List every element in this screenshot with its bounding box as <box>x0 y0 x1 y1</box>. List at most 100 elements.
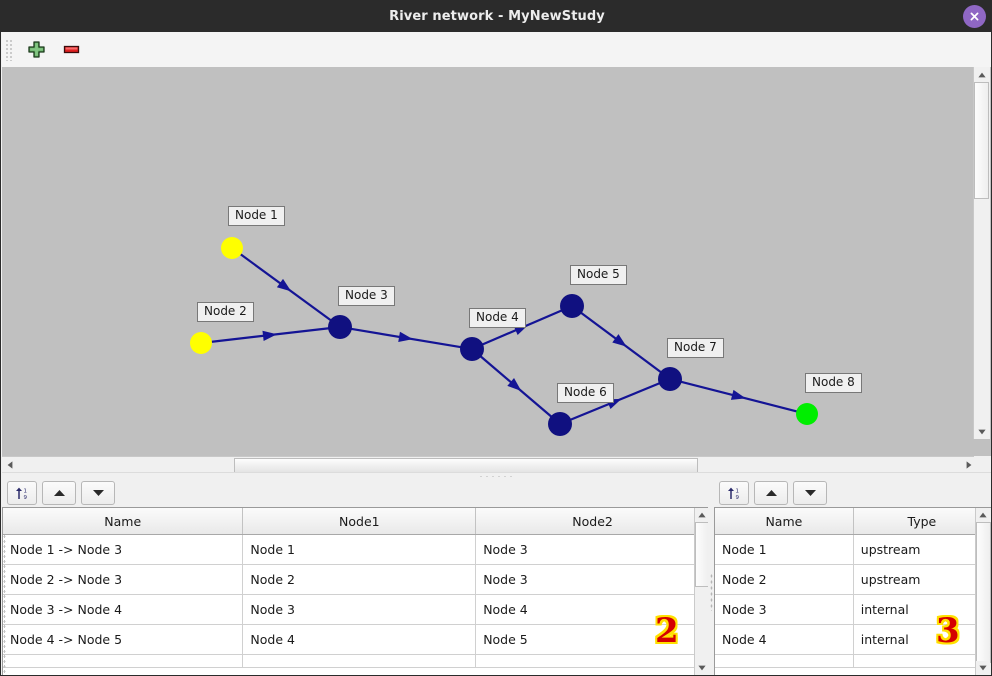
table-cell[interactable]: Node 3 <box>475 534 710 565</box>
column-header[interactable]: Node2 <box>475 508 710 535</box>
graph-node[interactable] <box>560 294 584 318</box>
table-cell[interactable]: Node 1 <box>715 534 854 565</box>
graph-node[interactable] <box>190 332 212 354</box>
triangle-up-icon <box>979 512 987 518</box>
graph-node-label[interactable]: Node 1 <box>228 206 285 226</box>
table-cell[interactable]: Node 3 -> Node 4 <box>3 594 244 625</box>
graph-node-label[interactable]: Node 7 <box>667 338 724 358</box>
close-button[interactable] <box>963 5 986 28</box>
table-cell-empty[interactable] <box>715 654 854 668</box>
remove-button[interactable] <box>56 36 86 64</box>
graph-node[interactable] <box>658 367 682 391</box>
scroll-up-button[interactable] <box>976 508 990 522</box>
edge-arrowhead <box>507 378 522 392</box>
table-row-empty[interactable] <box>715 654 991 668</box>
add-button[interactable] <box>21 36 51 64</box>
graph-vscroll-thumb[interactable] <box>974 82 989 199</box>
column-header[interactable]: Node1 <box>242 508 477 535</box>
table-cell[interactable]: Node 3 <box>715 594 854 625</box>
splitter-grip-dots <box>478 475 516 478</box>
reaches-table-scrollbar[interactable] <box>694 508 710 675</box>
sort-ascending-icon: 1 9 <box>728 487 740 501</box>
column-header[interactable]: Type <box>853 508 991 535</box>
table-cell[interactable]: Node 4 -> Node 5 <box>3 624 244 655</box>
graph-node[interactable] <box>548 412 572 436</box>
move-down-button[interactable] <box>793 481 827 505</box>
table-cell[interactable]: Node 3 <box>475 564 710 595</box>
graph-node-label[interactable]: Node 5 <box>570 265 627 285</box>
table-cell-empty[interactable] <box>3 654 244 668</box>
svg-text:9: 9 <box>736 495 740 501</box>
column-header[interactable]: Name <box>715 508 854 535</box>
table-cell[interactable]: Node 5 <box>475 624 710 655</box>
graph-node-label[interactable]: Node 2 <box>197 302 254 322</box>
table-cell[interactable]: Node 4 <box>715 624 854 655</box>
horizontal-splitter[interactable] <box>2 472 991 480</box>
table-row-empty[interactable] <box>3 654 710 668</box>
scroll-down-button[interactable] <box>974 424 989 439</box>
scroll-right-button[interactable] <box>961 457 976 472</box>
scroll-left-button[interactable] <box>2 457 17 472</box>
table-cell[interactable]: upstream <box>853 564 991 595</box>
sort-button[interactable]: 1 9 <box>719 481 749 505</box>
table-cell-empty[interactable] <box>242 654 477 668</box>
triangle-down-icon <box>92 490 104 496</box>
graph-node-label[interactable]: Node 4 <box>469 308 526 328</box>
graph-hscroll-thumb[interactable] <box>234 458 698 473</box>
edge-arrowhead <box>612 334 627 347</box>
table-cell[interactable]: Node 4 <box>475 594 710 625</box>
move-up-button[interactable] <box>42 481 76 505</box>
table-cell-empty[interactable] <box>475 654 710 668</box>
table-cell[interactable]: Node 1 <box>242 534 477 565</box>
graph-node-label[interactable]: Node 8 <box>805 373 862 393</box>
table-cell[interactable]: Node 2 -> Node 3 <box>3 564 244 595</box>
column-header[interactable]: Name <box>3 508 244 535</box>
table-cell[interactable]: internal <box>853 624 991 655</box>
scroll-up-button[interactable] <box>695 508 709 522</box>
triangle-up-icon <box>765 490 777 496</box>
move-up-button[interactable] <box>754 481 788 505</box>
graph-node[interactable] <box>328 315 352 339</box>
river-network-graph[interactable]: Node 1 Node 2 Node 3 Node 4 Node 5 Node 6 Node… <box>2 67 991 456</box>
nodes-scroll-thumb[interactable] <box>976 522 991 663</box>
nodes-table-scrollbar[interactable] <box>975 508 991 675</box>
table-cell[interactable]: upstream <box>853 534 991 565</box>
table-cell[interactable]: Node 2 <box>242 564 477 595</box>
sort-button[interactable]: 1 9 <box>7 481 37 505</box>
table-cell-empty[interactable] <box>853 654 991 668</box>
vertical-splitter[interactable] <box>708 507 714 675</box>
graph-node[interactable] <box>796 403 818 425</box>
toolbar-grip[interactable] <box>5 38 13 61</box>
graph-node-label[interactable]: Node 3 <box>338 286 395 306</box>
graph-horizontal-scrollbar[interactable] <box>2 456 976 473</box>
graph-node-label[interactable]: Node 6 <box>557 383 614 403</box>
table-cell[interactable]: internal <box>853 594 991 625</box>
graph-node[interactable] <box>221 237 243 259</box>
scroll-down-button[interactable] <box>695 661 709 675</box>
graph-vertical-scrollbar[interactable] <box>973 67 990 439</box>
scroll-up-button[interactable] <box>974 67 989 82</box>
reaches-panel: 1 9 Name <box>2 479 711 675</box>
move-down-button[interactable] <box>81 481 115 505</box>
triangle-down-icon <box>804 490 816 496</box>
table-cell[interactable]: Node 1 -> Node 3 <box>3 534 244 565</box>
table-cell[interactable]: Node 2 <box>715 564 854 595</box>
window-title: River network - MyNewStudy <box>389 9 605 24</box>
scroll-down-button[interactable] <box>976 661 990 675</box>
graph-node[interactable] <box>460 337 484 361</box>
table-cell[interactable]: Node 3 <box>242 594 477 625</box>
table-cell[interactable]: Node 4 <box>242 624 477 655</box>
